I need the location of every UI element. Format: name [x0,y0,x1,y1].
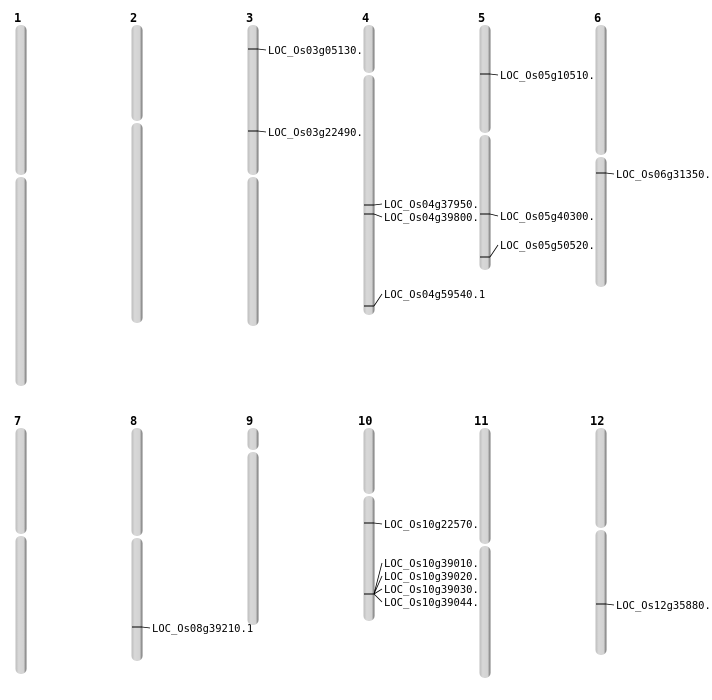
chromosome-arm-short [479,25,491,133]
gene-label: LOC_Os06g31350.1 [616,169,712,181]
chromosome-number: 8 [130,414,137,428]
gene-label: LOC_Os05g50520.1 [500,240,601,252]
chromosome-number: 1 [14,11,21,25]
gene-marker: LOC_Os05g50520.1 [480,240,601,258]
gene-marker: LOC_Os05g10510.1 [480,70,601,82]
chromosome-arm-short [363,25,375,73]
chromosome-number: 12 [590,414,604,428]
chromosome-number: 10 [358,414,372,428]
chromosome-arm-long [247,452,259,625]
chromosome-arm-short [247,428,259,450]
gene-label: LOC_Os04g59540.1 [384,289,485,301]
chromosome-arm-long [479,135,491,270]
chromosome-number: 11 [474,414,488,428]
gene-marker: LOC_Os04g39800.1 [364,212,485,224]
chromosome-arm-short [595,25,607,155]
chromosome-number: 9 [246,414,253,428]
chromosome-arm-long [363,496,375,621]
gene-marker: LOC_Os10g39030.1 [364,584,485,596]
chromosome-number: 4 [362,11,369,25]
gene-label: LOC_Os03g05130.1 [268,45,369,57]
chromosome-number: 2 [130,11,137,25]
gene-label: LOC_Os10g39044.1 [384,597,485,609]
gene-label: LOC_Os04g37950.1 [384,199,485,211]
chromosome-arm-long [363,75,375,315]
chromosome-4: 4LOC_Os04g37950.1LOC_Os04g39800.1LOC_Os0… [362,11,485,315]
gene-label: LOC_Os10g22570.1 [384,519,485,531]
gene-label: LOC_Os05g40300.1 [500,211,601,223]
chromosome-arm-long [15,536,27,674]
gene-label: LOC_Os12g35880.1 [616,600,712,612]
chromosome-7: 7 [14,414,27,674]
chromosome-9: 9 [246,414,259,625]
chromosome-number: 7 [14,414,21,428]
gene-marker: LOC_Os10g22570.1 [364,519,485,531]
chromosome-arm-short [15,25,27,175]
chromosome-number: 5 [478,11,485,25]
chromosome-2: 2 [130,11,143,323]
chromosome-arm-long [131,123,143,323]
gene-marker: LOC_Os04g59540.1 [364,289,485,307]
gene-marker: LOC_Os06g31350.1 [596,169,712,181]
chromosome-arm-long [595,157,607,287]
chromosome-number: 3 [246,11,253,25]
gene-label: LOC_Os08g39210.1 [152,623,253,635]
gene-marker: LOC_Os10g39044.1 [364,593,485,609]
chromosome-arm-short [131,428,143,536]
gene-marker: LOC_Os05g40300.1 [480,211,601,223]
gene-marker: LOC_Os03g22490.1 [248,127,369,139]
gene-marker: LOC_Os12g35880.1 [596,600,712,612]
gene-marker: LOC_Os04g37950.1 [364,199,485,211]
chromosome-arm-long [15,177,27,386]
chromosome-arm-short [595,428,607,528]
gene-label: LOC_Os10g39020.1 [384,571,485,583]
gene-label: LOC_Os10g39030.1 [384,584,485,596]
chromosome-arm-short [131,25,143,121]
chromosome-arm-long [479,546,491,678]
chromosome-1: 1 [14,11,27,386]
chromosome-number: 6 [594,11,601,25]
chromosome-arm-long [247,177,259,326]
chromosome-arm-short [363,428,375,494]
gene-label: LOC_Os05g10510.1 [500,70,601,82]
chromosome-arm-long [131,538,143,661]
gene-marker: LOC_Os08g39210.1 [132,623,253,635]
gene-label: LOC_Os10g39010.1 [384,558,485,570]
gene-label: LOC_Os04g39800.1 [384,212,485,224]
chromosome-arm-long [595,530,607,655]
chromosome-10: 10LOC_Os10g22570.1LOC_Os10g39010.1LOC_Os… [358,414,485,621]
chromosome-arm-short [247,25,259,175]
gene-label: LOC_Os03g22490.1 [268,127,369,139]
chromosome-arm-short [15,428,27,534]
chromosome-5: 5LOC_Os05g10510.1LOC_Os05g40300.1LOC_Os0… [478,11,601,270]
gene-marker: LOC_Os03g05130.1 [248,45,369,57]
chromosome-arm-short [479,428,491,544]
chromosome-11: 11 [474,414,491,678]
